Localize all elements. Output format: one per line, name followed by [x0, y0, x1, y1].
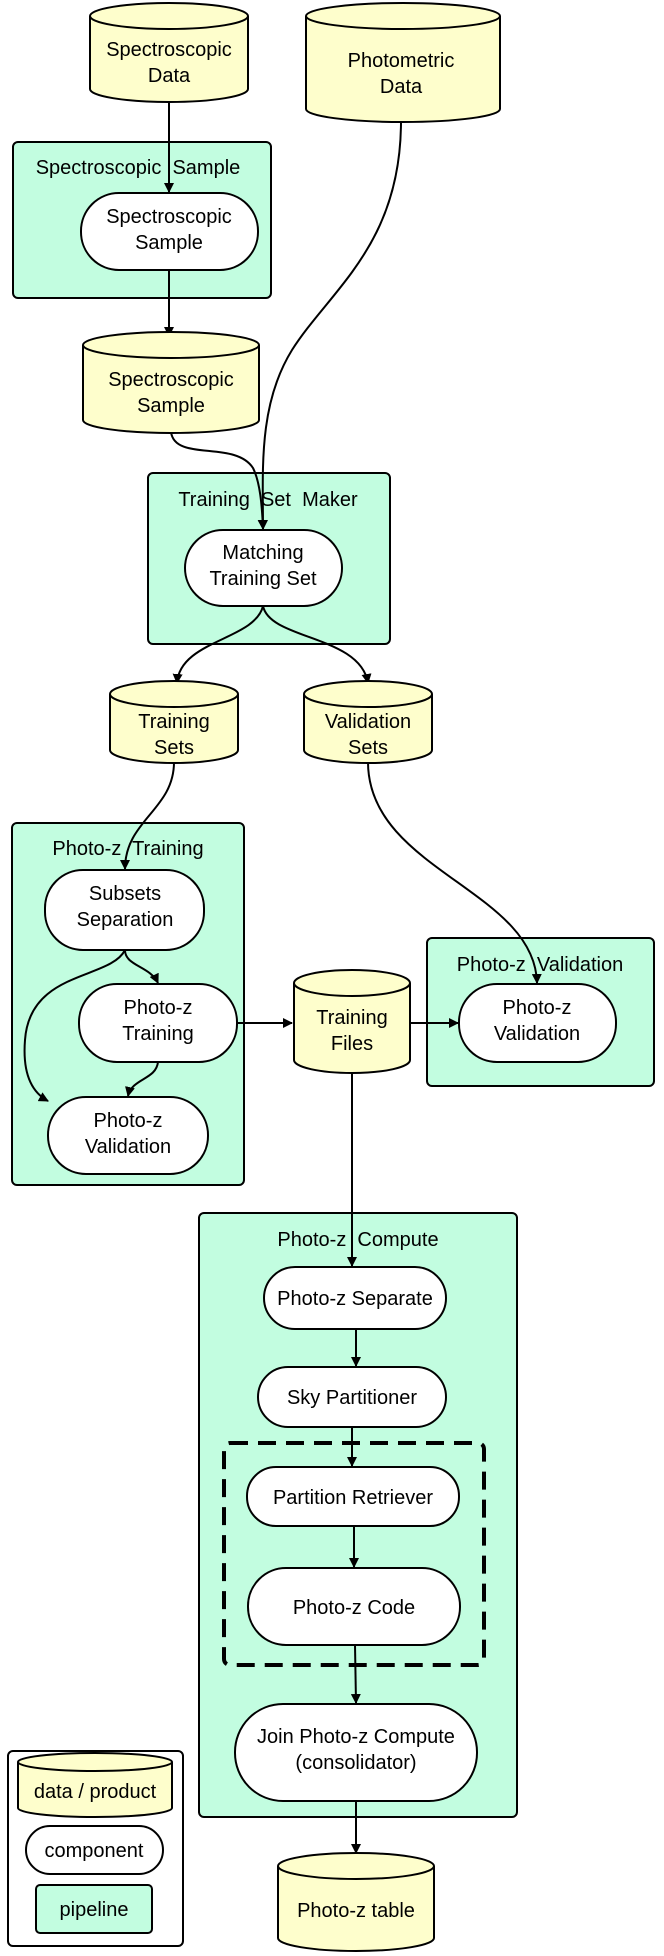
legend: data / product component pipeline — [7, 1750, 184, 1947]
label-partition-retriever: Partition Retriever — [273, 1487, 433, 1509]
pipeline-title-spectroscopic-sample: Spectroscopic Sample — [36, 157, 241, 179]
pipeline-title-photoz-compute: Photo-z Compute — [277, 1229, 438, 1251]
pipeline-title-photoz-validation: Photo-z Validation — [457, 954, 623, 976]
component-join-photoz-compute[interactable]: Join Photo-z Compute(consolidator) — [234, 1703, 478, 1802]
legend-label-data-product: data / product — [34, 1781, 157, 1803]
edge-spec-product-to-matching — [170, 431, 268, 530]
edge-training-sets-to-subsets — [120, 761, 175, 870]
label-join-photoz-compute: Join Photo-z Compute(consolidator) — [257, 1726, 455, 1774]
component-partition-retriever[interactable]: Partition Retriever — [246, 1466, 460, 1527]
edge-code-to-join — [350, 1644, 361, 1704]
label-photoz-table: Photo-z table — [297, 1900, 415, 1922]
legend-item-data-product: data / product — [17, 1752, 173, 1818]
edge-subsets-to-photoz-training — [124, 949, 159, 984]
edge-validation-sets-to-photoz-validation — [367, 761, 542, 984]
component-photoz-separate[interactable]: Photo-z Separate — [263, 1266, 447, 1330]
edge-phot-data-to-matching — [257, 120, 402, 530]
legend-item-pipeline: pipeline — [35, 1884, 153, 1934]
pipeline-title-training-set-maker: Training Set Maker — [178, 489, 358, 511]
component-photoz-code[interactable]: Photo-z Code — [247, 1567, 461, 1646]
component-sky-partitioner[interactable]: Sky Partitioner — [257, 1366, 447, 1428]
label-sky-partitioner: Sky Partitioner — [287, 1387, 417, 1409]
edge-photoz-training-to-inner-validation — [125, 1061, 159, 1097]
edge-matching-to-training-sets — [172, 605, 264, 684]
edge-matching-to-validation-sets — [262, 605, 372, 684]
label-photoz-code: Photo-z Code — [293, 1597, 415, 1619]
data-photoz-table: Photo-z table — [277, 1852, 435, 1952]
legend-item-component: component — [25, 1825, 164, 1875]
legend-label-pipeline: pipeline — [60, 1899, 129, 1921]
legend-label-component: component — [45, 1840, 144, 1862]
partition-loop-box — [222, 1441, 486, 1667]
label-photoz-separate: Photo-z Separate — [277, 1288, 433, 1310]
edge-subsets-to-inner-validation — [23, 949, 126, 1102]
